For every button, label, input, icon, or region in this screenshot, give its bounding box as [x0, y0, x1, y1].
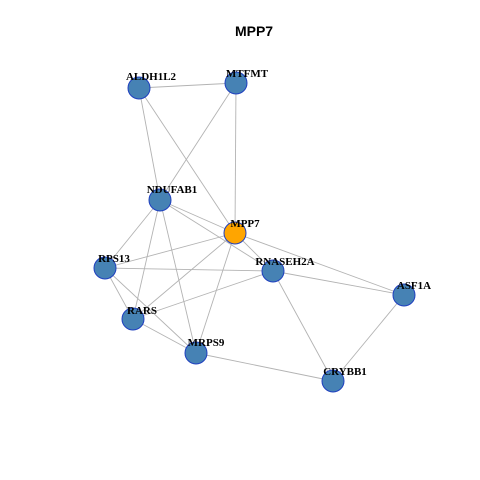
node-rnaseh2a[interactable]	[261, 259, 285, 283]
edge-rars-mrps9	[132, 318, 197, 354]
node-label-mpp7: MPP7	[230, 218, 260, 230]
edge-mpp7-rps13	[104, 232, 236, 269]
edge-mpp7-asf1a	[234, 232, 405, 296]
edge-rars-rnaseh2a	[132, 270, 274, 320]
node-label-rnaseh2a: RNASEH2A	[255, 256, 314, 268]
edge-asf1a-crybb1	[332, 294, 405, 382]
edge-layer	[104, 82, 405, 382]
node-label-crybb1: CRYBB1	[323, 366, 367, 378]
edge-mpp7-rars	[132, 232, 236, 320]
node-label-asf1a: ASF1A	[397, 280, 431, 292]
edge-rnaseh2a-crybb1	[272, 270, 334, 382]
edge-rps13-rnaseh2a	[104, 267, 274, 272]
node-aldh1l2[interactable]	[127, 76, 151, 100]
edge-ndufab1-rars	[132, 199, 161, 320]
node-layer	[93, 71, 416, 393]
edge-mrps9-crybb1	[195, 352, 334, 382]
edge-ndufab1-rps13	[104, 199, 161, 269]
edge-rps13-mrps9	[104, 267, 197, 354]
node-rps13[interactable]	[93, 256, 117, 280]
graph-title: MPP7	[235, 23, 273, 39]
edge-ndufab1-mpp7	[159, 199, 236, 234]
node-asf1a[interactable]	[392, 283, 416, 307]
node-mtfmt[interactable]	[224, 71, 248, 95]
node-label-mtfmt: MTFMT	[226, 68, 269, 80]
node-crybb1[interactable]	[321, 369, 345, 393]
edge-aldh1l2-mtfmt	[138, 82, 237, 89]
edge-aldh1l2-mpp7	[138, 87, 236, 234]
edge-mpp7-mrps9	[195, 232, 236, 354]
node-label-mrps9: MRPS9	[188, 337, 225, 349]
node-mrps9[interactable]	[184, 341, 208, 365]
node-label-aldh1l2: ALDH1L2	[126, 71, 177, 83]
edge-mtfmt-mpp7	[234, 82, 237, 234]
node-label-rps13: RPS13	[98, 253, 130, 265]
node-label-ndufab1: NDUFAB1	[147, 184, 198, 196]
edge-ndufab1-mrps9	[159, 199, 197, 354]
edge-aldh1l2-ndufab1	[138, 87, 161, 201]
edge-ndufab1-rnaseh2a	[159, 199, 274, 272]
edge-rnaseh2a-asf1a	[272, 270, 405, 296]
node-label-rars: RARS	[127, 305, 157, 317]
node-rars[interactable]	[121, 307, 145, 331]
edge-mtfmt-ndufab1	[159, 82, 237, 201]
node-mpp7[interactable]	[223, 221, 247, 245]
node-ndufab1[interactable]	[148, 188, 172, 212]
